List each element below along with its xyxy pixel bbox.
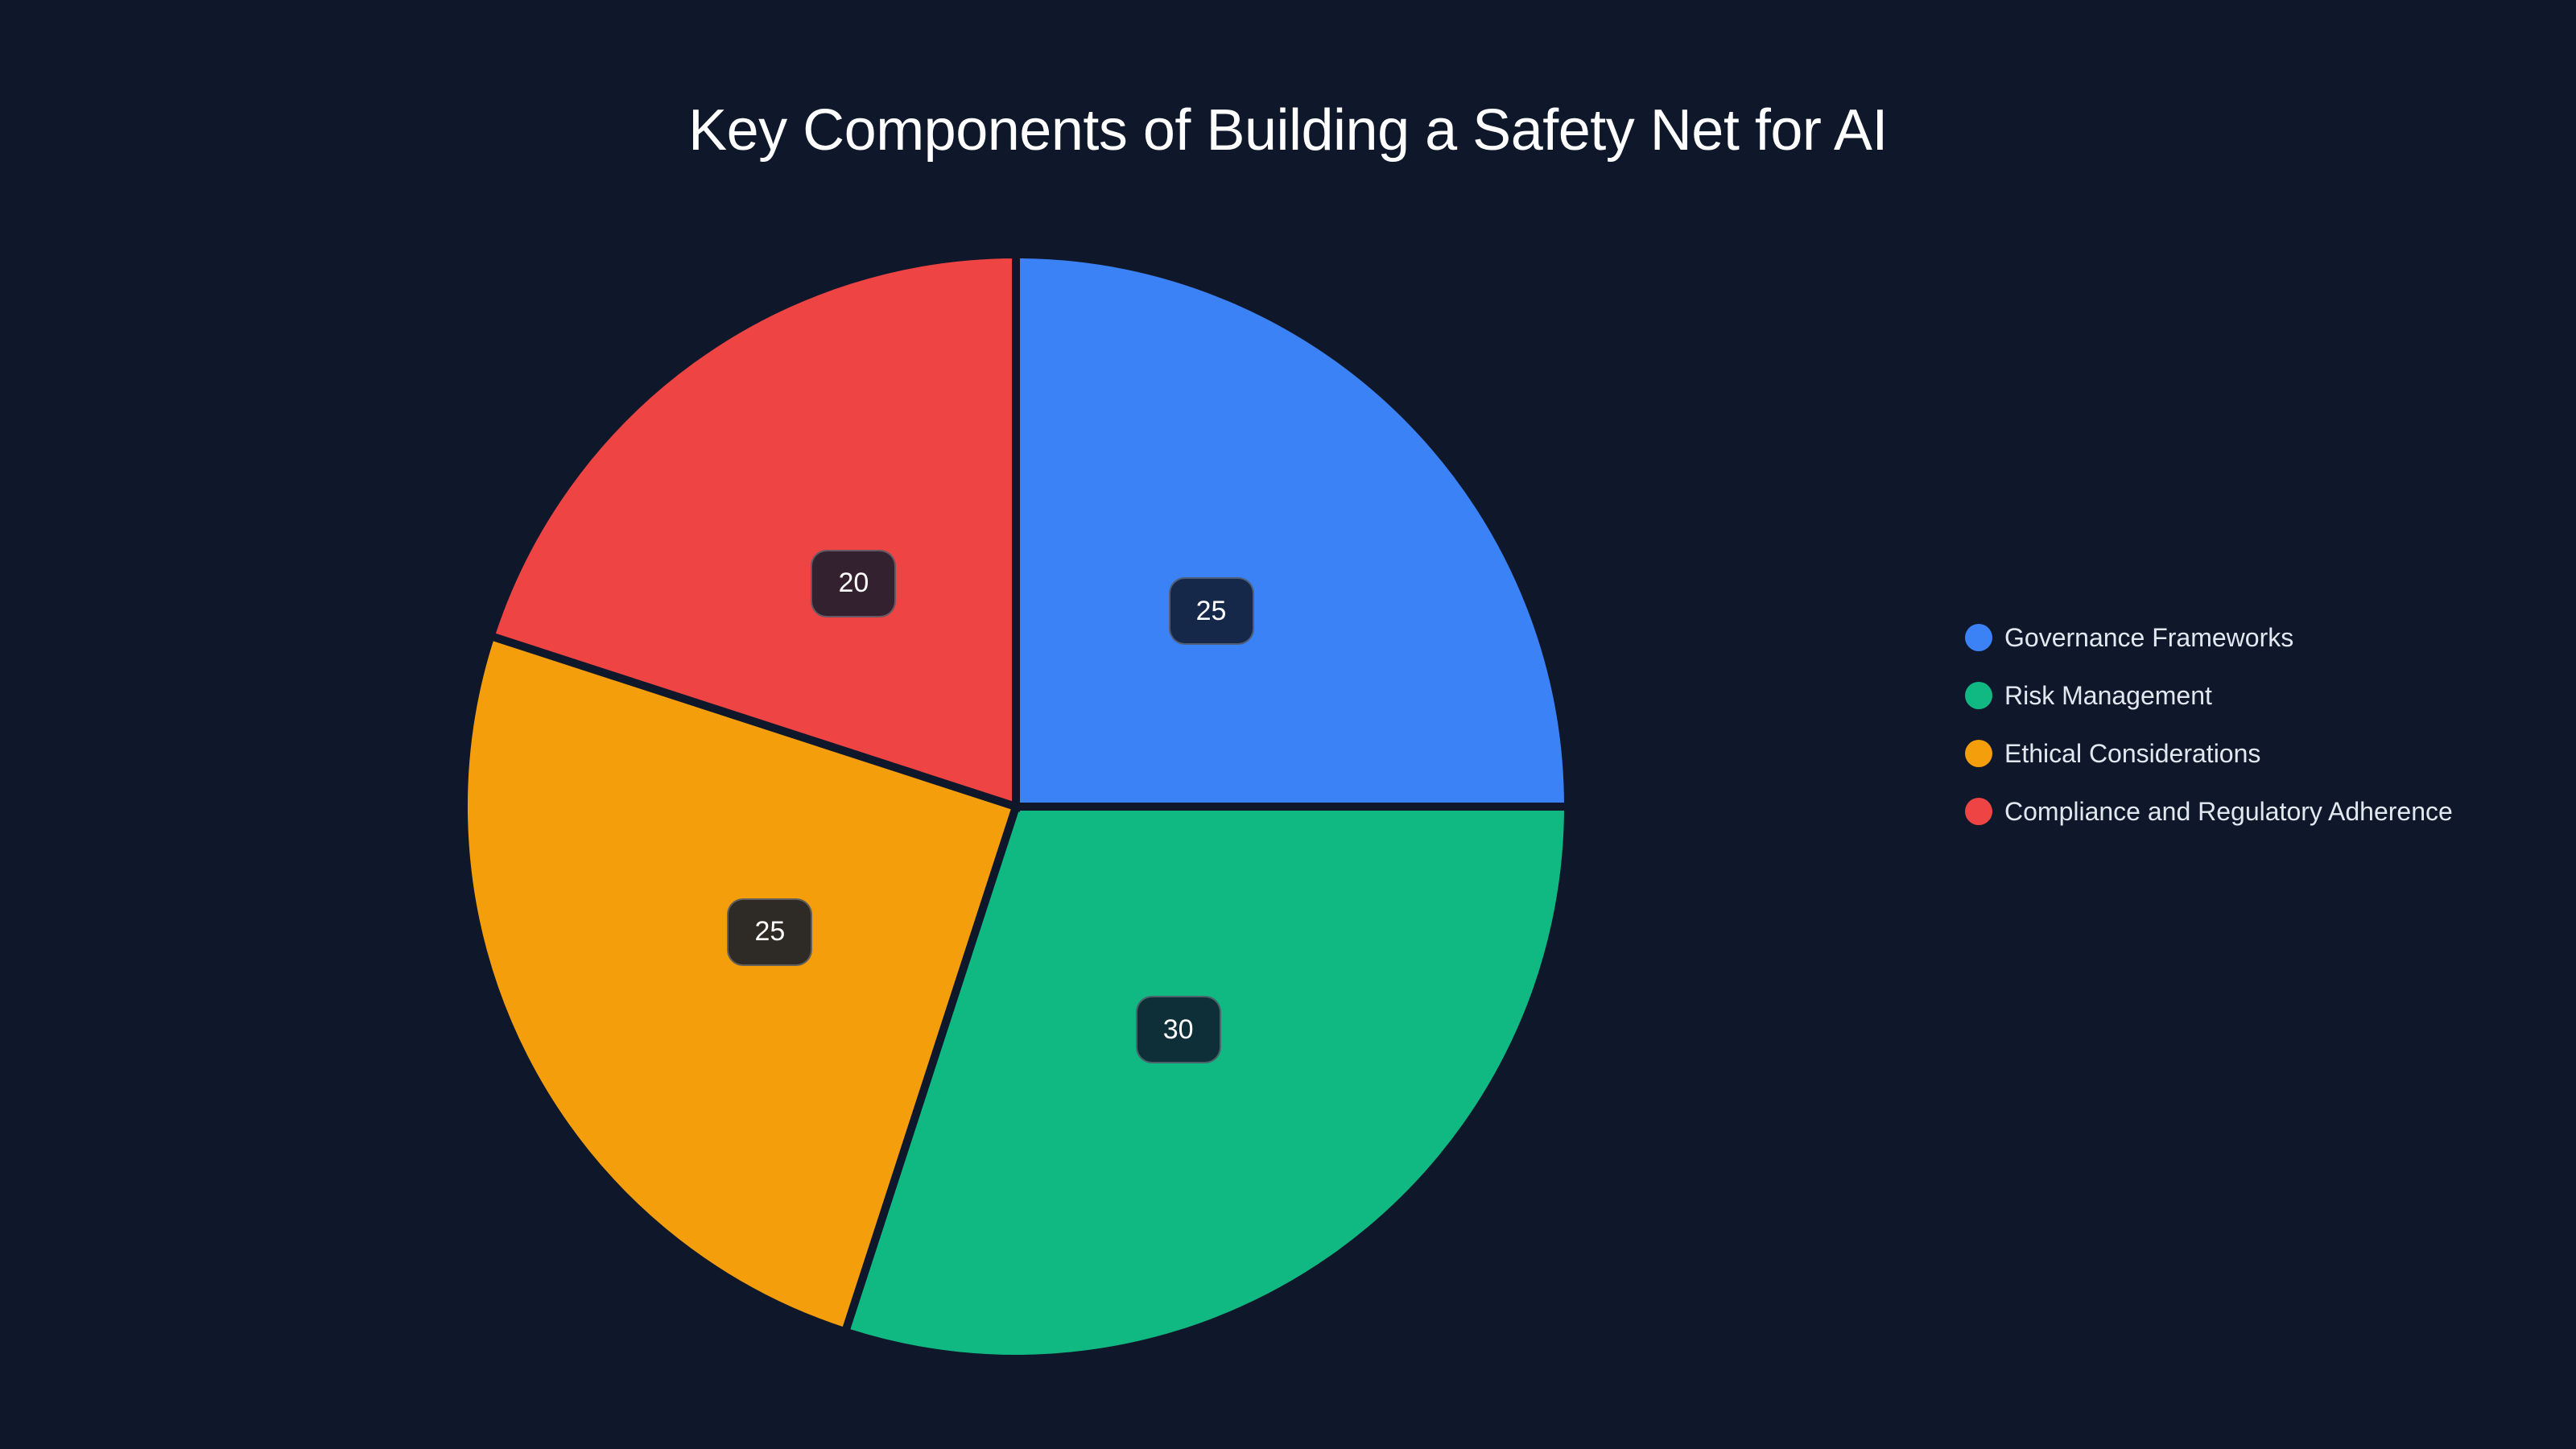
legend: Governance Frameworks Risk Management Et… xyxy=(1965,609,2453,840)
pie-slices xyxy=(460,250,1573,1363)
legend-label: Ethical Considerations xyxy=(2004,738,2261,768)
slice-label-compliance: 20 xyxy=(811,549,897,617)
legend-label: Governance Frameworks xyxy=(2004,622,2294,652)
chart-title: Key Components of Building a Safety Net … xyxy=(688,98,1888,163)
legend-dot-icon xyxy=(1965,740,1992,767)
legend-item-governance-frameworks[interactable]: Governance Frameworks xyxy=(1965,609,2453,667)
legend-dot-icon xyxy=(1965,624,1992,651)
legend-label: Compliance and Regulatory Adherence xyxy=(2004,796,2453,826)
slice-label-risk: 30 xyxy=(1135,996,1221,1064)
legend-item-compliance-regulatory[interactable]: Compliance and Regulatory Adherence xyxy=(1965,782,2453,840)
pie-slice-compliance[interactable] xyxy=(485,250,1020,812)
pie-slice-governance[interactable] xyxy=(1012,250,1573,811)
slice-label-ethical: 25 xyxy=(727,898,813,966)
slice-label-governance: 25 xyxy=(1168,577,1254,646)
pie-slice-ethical[interactable] xyxy=(460,630,1022,1337)
legend-item-risk-management[interactable]: Risk Management xyxy=(1965,667,2453,724)
pie-slice-risk[interactable] xyxy=(840,803,1573,1363)
legend-item-ethical-considerations[interactable]: Ethical Considerations xyxy=(1965,724,2453,782)
legend-dot-icon xyxy=(1965,798,1992,825)
legend-label: Risk Management xyxy=(2004,680,2212,710)
legend-dot-icon xyxy=(1965,682,1992,709)
